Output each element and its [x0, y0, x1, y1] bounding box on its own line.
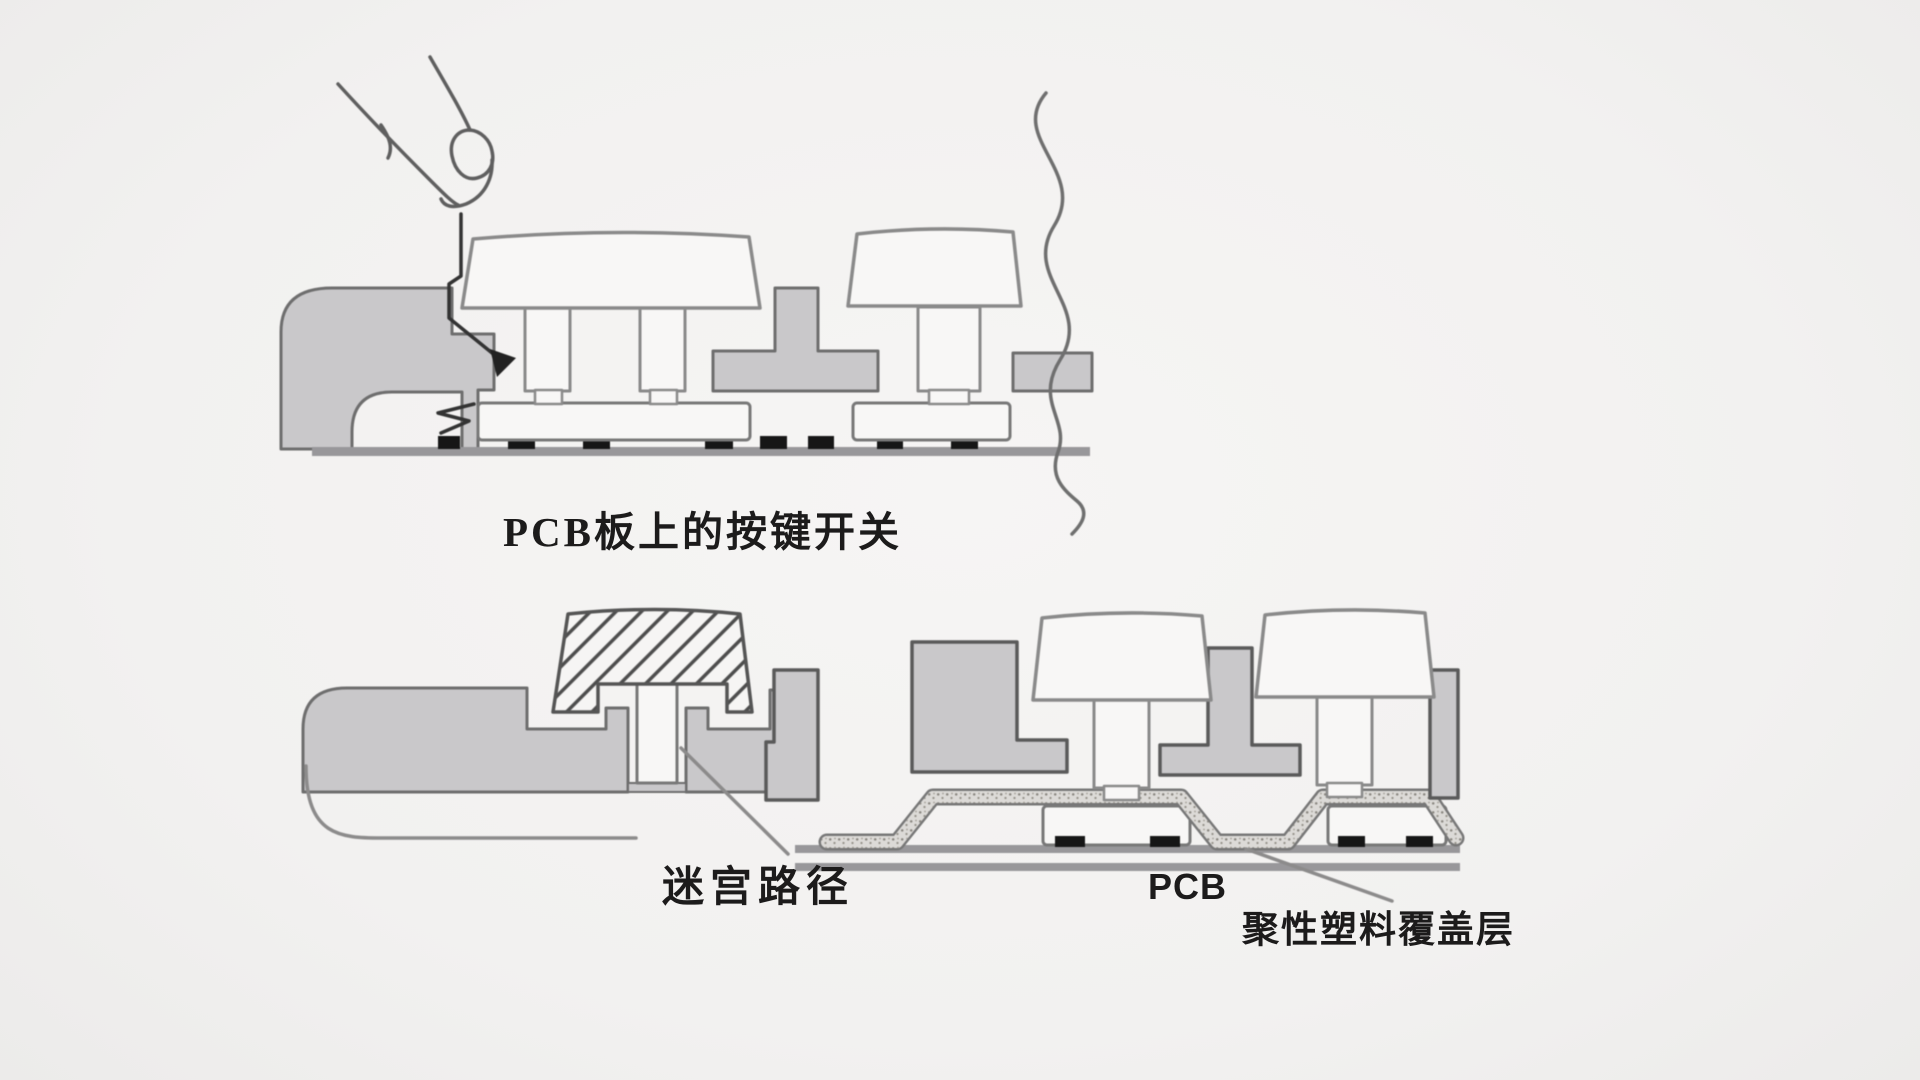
keycap-a-foot	[1102, 784, 1141, 802]
arrowhead	[490, 349, 516, 377]
label-pcb: PCB	[1148, 866, 1228, 907]
keycap-1-plunger-wall	[523, 305, 572, 393]
pcb-board-line	[312, 447, 1090, 456]
solder-pads-membrane	[1055, 836, 1433, 847]
keycap-1	[460, 230, 762, 310]
keycap-2-plunger	[916, 305, 982, 393]
hatched-keycap	[551, 607, 754, 714]
keycap-stem-channel	[635, 682, 679, 785]
white-keycap-parts-membrane	[1031, 608, 1436, 802]
housing-left-block	[764, 668, 820, 802]
middle-spacer-t	[711, 286, 880, 393]
keycap-2-plunger-foot	[927, 388, 971, 406]
label-polymer-cover: 聚性塑料覆盖层	[1242, 910, 1515, 951]
switch-body-a	[1041, 804, 1192, 847]
housing-middle-t	[1158, 646, 1302, 777]
labyrinth-housing-left	[301, 686, 630, 794]
white-switch-parts-membrane	[1041, 804, 1448, 847]
housing-middle-block	[910, 640, 1069, 774]
keycap-1-plunger-wall	[638, 305, 687, 393]
keycap-1-plunger-foot	[533, 388, 564, 406]
labyrinth-leader-line	[679, 746, 790, 856]
caption-top-switch: PCB板上的按键开关	[503, 509, 902, 555]
white-switch-parts	[460, 227, 1023, 442]
keycap-a	[1031, 611, 1213, 702]
gray-housing-parts-membrane	[764, 640, 1460, 802]
figure-labyrinth	[301, 607, 805, 856]
keycap-2	[846, 227, 1023, 308]
press-arrow	[436, 212, 516, 435]
switch-body-2	[851, 401, 1012, 442]
membrane-layer	[818, 788, 1465, 851]
pcb-board-lines	[795, 845, 1460, 871]
keycap-1-plunger-foot	[648, 388, 679, 406]
figure-membrane	[764, 608, 1465, 903]
keycap-b	[1254, 608, 1436, 699]
keycap-b-stem	[1315, 695, 1374, 787]
keycap-a-stem	[1092, 698, 1151, 790]
gray-housing-parts-top	[279, 286, 1094, 451]
caption-labyrinth: 迷宫路径	[662, 865, 855, 911]
switch-body-1	[476, 401, 752, 442]
housing-lower-shell-line	[304, 764, 638, 840]
cover-leader-line	[1244, 847, 1394, 903]
figure-top-switch	[279, 55, 1094, 536]
housing-right-bar	[1428, 668, 1460, 800]
contact-zigzag	[436, 402, 476, 435]
bezel-housing	[279, 286, 496, 451]
keycap-b-foot	[1325, 781, 1364, 799]
finger-icon	[336, 55, 495, 209]
torn-edge-line	[1033, 91, 1086, 536]
